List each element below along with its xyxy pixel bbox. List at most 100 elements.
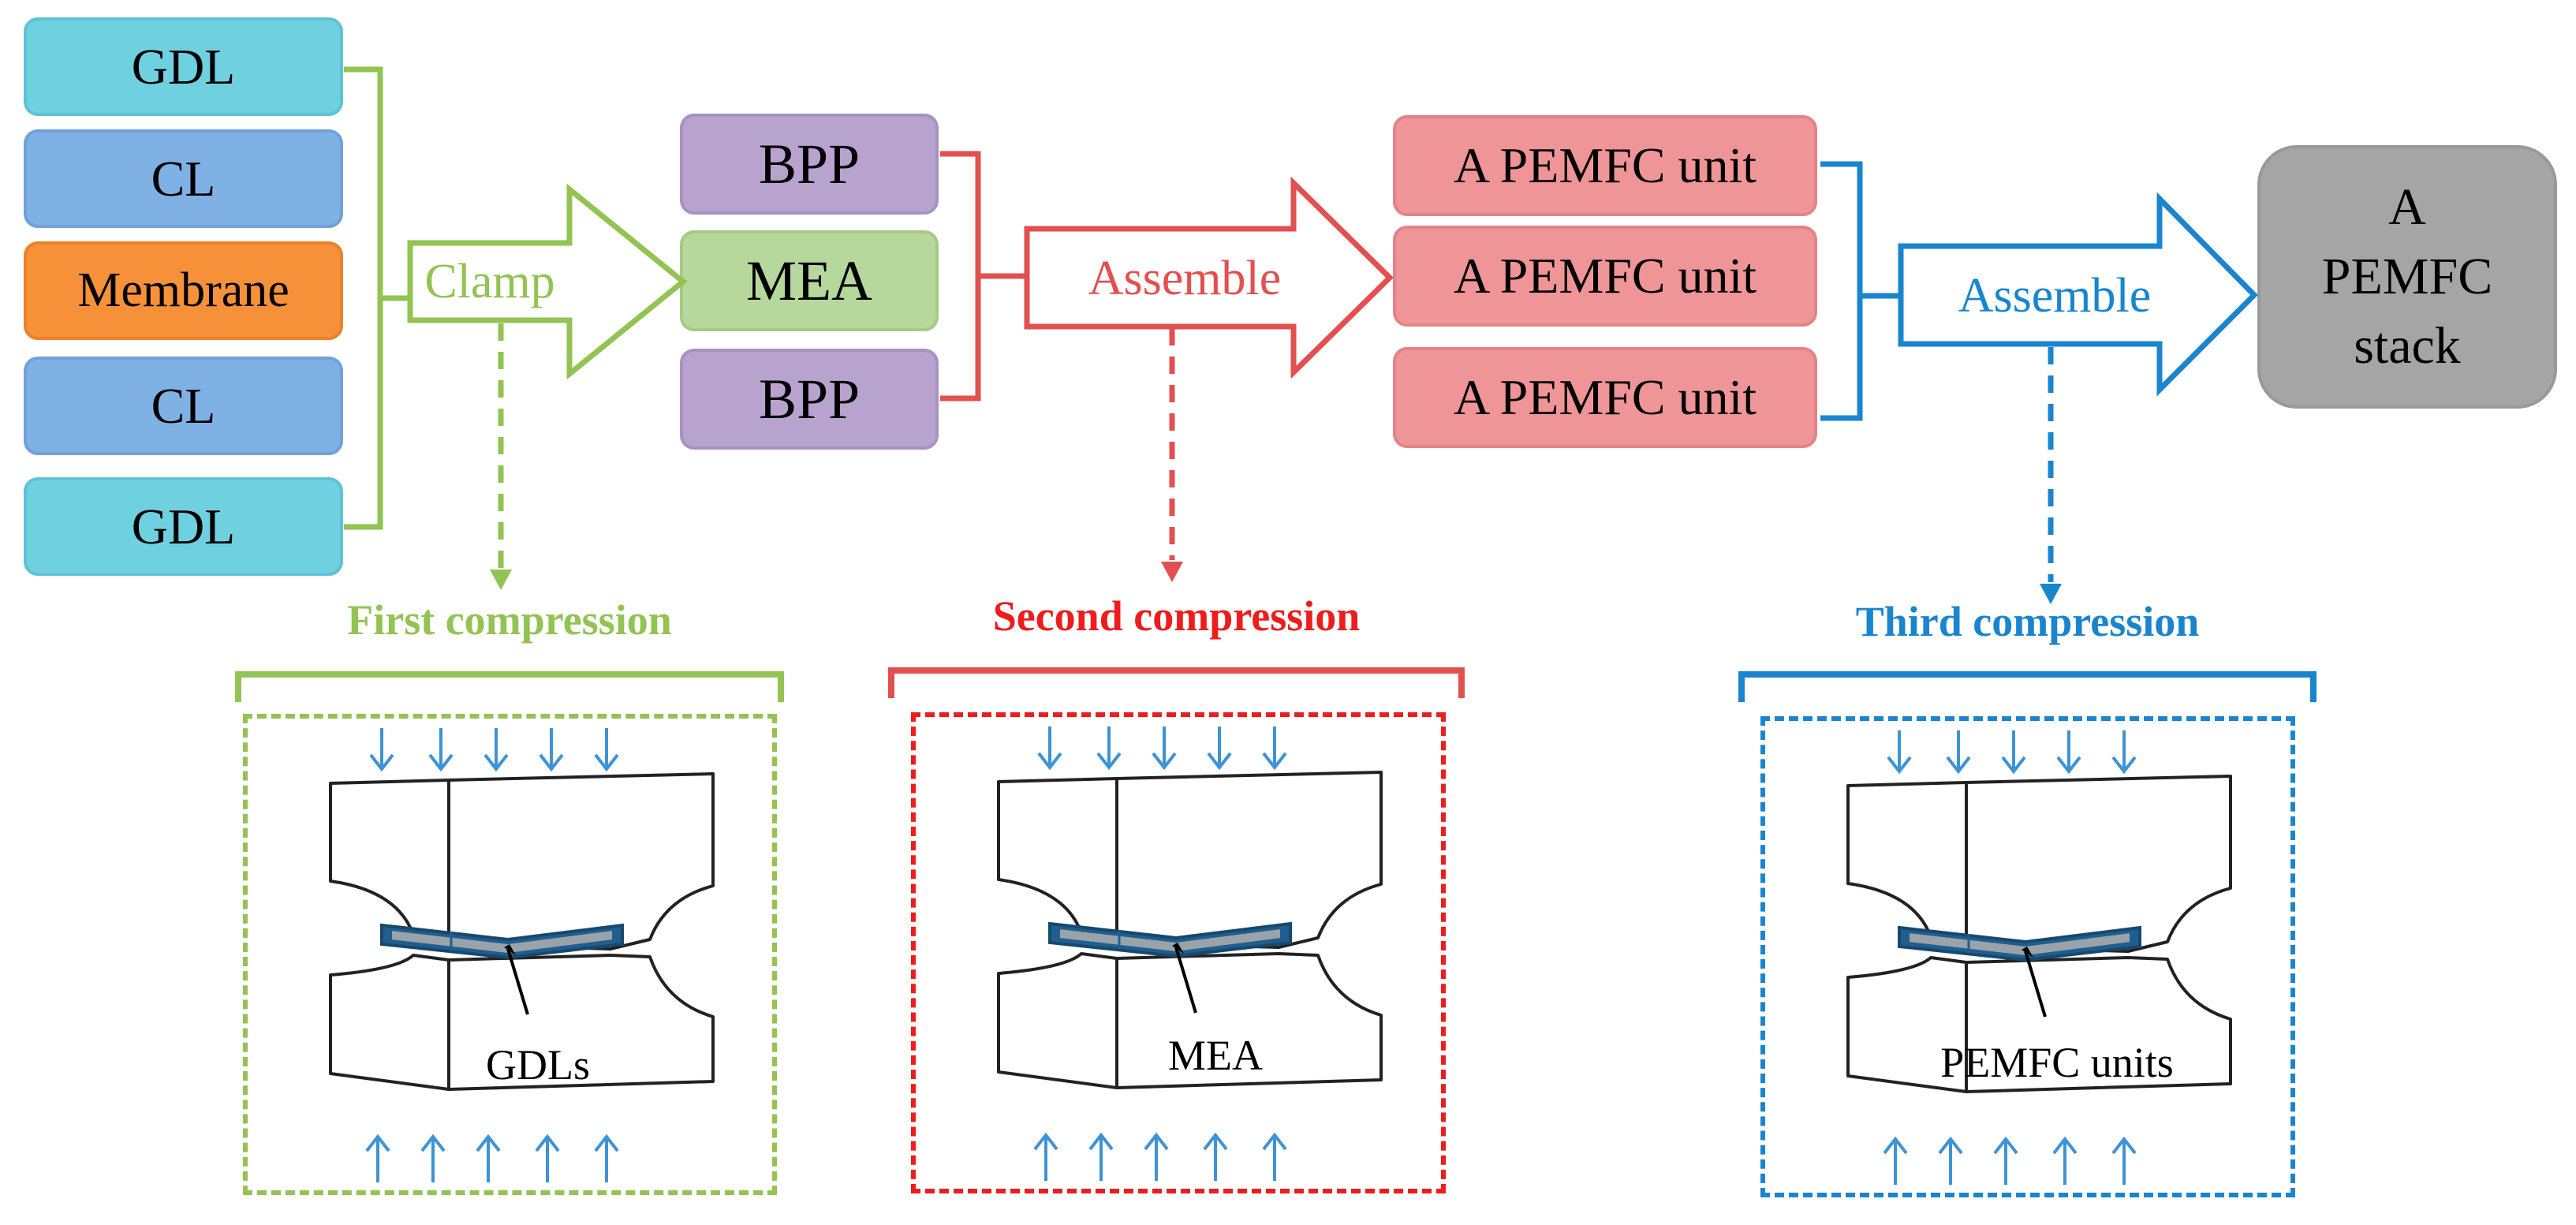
sample-porous-core (1908, 931, 2131, 958)
sample-pointer-head (2022, 947, 2033, 958)
compression-fixture-illustration (997, 726, 1383, 1181)
layers-bracket (344, 66, 383, 530)
fixture-body (1846, 775, 2232, 1093)
up-force-arrowhead (594, 1133, 619, 1152)
stack-label-line: stack (2354, 317, 2461, 375)
pemfc-unit-block: A PEMFC unit (1393, 115, 1817, 216)
down-force-arrowhead (428, 753, 454, 772)
sample-pointer-head (504, 944, 516, 955)
bpp-bottom-block: BPP (680, 349, 939, 450)
layer-gdl-bottom: GDL (24, 477, 343, 576)
compression-title-2: Second compression (992, 592, 1361, 640)
unit-label: A PEMFC unit (1453, 137, 1757, 193)
down-force-arrowhead (483, 753, 509, 772)
up-force-arrowhead (420, 1133, 446, 1152)
up-force-arrowhead (365, 1133, 390, 1152)
layer-cl-top: CL (24, 129, 343, 228)
upper-clamp-outline (1846, 775, 2232, 953)
clamp-label: Clamp (424, 254, 555, 308)
title-bracket-1 (235, 671, 784, 702)
down-force-arrowhead (1096, 752, 1122, 771)
mea-label: MEA (746, 248, 872, 312)
compression-title-3: Third compression (1855, 598, 2200, 645)
lower-clamp-outline (997, 952, 1383, 1089)
upper-clamp-outline (329, 772, 715, 950)
unit-label: A PEMFC unit (1453, 248, 1757, 304)
layer-label: GDL (131, 498, 236, 555)
assemble-arrow-1 (1024, 176, 1394, 379)
down-force-arrowhead (2056, 756, 2081, 775)
pemfc-unit-block: A PEMFC unit (1393, 347, 1817, 448)
title-bracket-3 (1738, 671, 2317, 702)
lower-clamp-outline (1846, 956, 2232, 1093)
upper-clamp-outline (997, 771, 1383, 949)
up-force-arrowhead (1144, 1132, 1169, 1151)
bpp-label: BPP (758, 367, 861, 431)
fixture-body (997, 771, 1383, 1089)
pemfc-stack-block: A PEMFC stack (2257, 145, 2557, 409)
layer-label: Membrane (77, 263, 289, 317)
compression-panel-2: MEA (911, 712, 1446, 1193)
clamp-arrow (407, 183, 688, 380)
sample-layer (1048, 921, 1292, 958)
down-force-arrowhead (1037, 752, 1062, 771)
compression-title-1: First compression (347, 596, 672, 644)
layer-label: CL (151, 150, 216, 207)
layer-label: CL (151, 377, 216, 434)
fixture-body (329, 772, 715, 1091)
sample-pointer-line (1174, 947, 1197, 1014)
down-force-arrowhead (2001, 756, 2026, 775)
down-force-arrowhead (369, 753, 394, 772)
down-force-arrowhead (1887, 756, 1912, 775)
sample-label: PEMFC units (1940, 1039, 2174, 1086)
sample-pointer-head (1172, 943, 1184, 954)
sample-pointer-line (2024, 950, 2047, 1018)
down-force-arrowhead (1946, 756, 1971, 775)
up-force-arrowhead (1938, 1136, 1963, 1155)
up-force-arrowhead (535, 1133, 560, 1152)
compression-fixture-illustration (1846, 730, 2232, 1185)
compression-fixture-illustration (329, 728, 715, 1182)
sample-label: GDLs (486, 1041, 590, 1089)
down-force-arrowhead (1207, 752, 1232, 771)
stack-label-line: PEMFC (2321, 248, 2493, 305)
up-force-arrowhead (1033, 1132, 1058, 1151)
compression-panel-3: PEMFC units (1760, 716, 2295, 1197)
mea-bracket (940, 151, 981, 401)
down-force-arrowhead (594, 753, 619, 772)
up-force-arrowhead (1088, 1132, 1114, 1151)
layer-cl-bottom: CL (24, 357, 343, 455)
up-force-arrowhead (1883, 1136, 1908, 1155)
up-force-arrowhead (1262, 1132, 1287, 1151)
mea-block: MEA (680, 230, 939, 331)
assemble-label-2: Assemble (1958, 268, 2152, 323)
bpp-label: BPP (758, 132, 861, 196)
up-force-arrowhead (2052, 1136, 2078, 1155)
pointer-arrowhead-1 (490, 570, 512, 590)
down-force-arrowhead (539, 753, 564, 772)
sample-layer (380, 923, 624, 960)
layer-label: GDL (131, 38, 236, 95)
sample-label: MEA (1168, 1032, 1263, 1079)
down-force-arrowhead (1152, 752, 1177, 771)
pointer-arrowhead-3 (2040, 584, 2062, 604)
up-force-arrowhead (476, 1133, 501, 1152)
assemble-label-1: Assemble (1088, 251, 1282, 305)
down-force-arrowhead (1262, 752, 1287, 771)
layer-gdl-top: GDL (24, 17, 343, 116)
stack-label-line: A (2388, 178, 2426, 236)
title-bracket-2 (888, 667, 1465, 698)
up-force-arrowhead (1993, 1136, 2018, 1155)
sample-layer (1898, 925, 2141, 962)
unit-label: A PEMFC unit (1453, 369, 1757, 425)
sample-porous-core (1058, 927, 1282, 954)
pointer-arrowhead-2 (1161, 562, 1183, 582)
assemble-arrow-2 (1898, 192, 2258, 397)
layer-membrane: Membrane (24, 241, 343, 340)
lower-clamp-outline (329, 954, 715, 1091)
units-bracket (1820, 161, 1863, 421)
compression-panel-1: GDLs (243, 714, 777, 1195)
down-force-arrowhead (2111, 756, 2137, 775)
